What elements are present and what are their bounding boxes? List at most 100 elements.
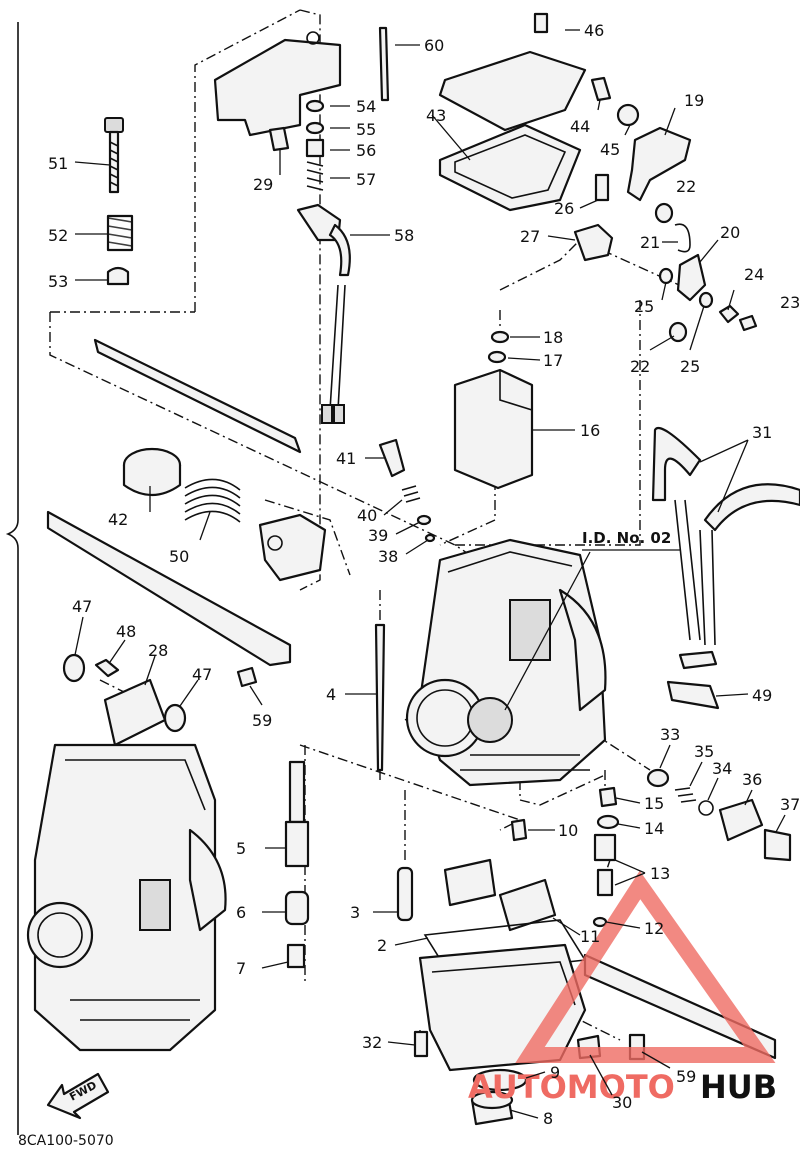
part-50-spring xyxy=(184,478,241,523)
part-8-plug xyxy=(470,1090,514,1126)
callout-14: 14 xyxy=(644,819,664,838)
cable-guide-tube xyxy=(93,338,302,454)
part-4-needle xyxy=(374,623,386,772)
callout-3: 3 xyxy=(350,903,360,922)
callout-40: 40 xyxy=(357,506,377,525)
callout-15: 15 xyxy=(644,794,664,813)
callout-29: 29 xyxy=(253,175,273,194)
callout-32: 32 xyxy=(362,1033,382,1052)
part-9-drain-plug xyxy=(472,1068,528,1092)
part-47-washer-left xyxy=(62,653,86,683)
callout-30: 30 xyxy=(612,1093,632,1112)
callout-42: 42 xyxy=(108,510,128,529)
assembly-bracket xyxy=(5,22,19,1135)
part-22-collar-top xyxy=(654,202,674,224)
main-carburetor-body xyxy=(405,538,607,787)
id-number-label: I.D. No. 02 xyxy=(504,529,680,711)
callout-47-right: 47 xyxy=(192,665,212,684)
parts-10-15-small-parts xyxy=(510,786,620,928)
parts-54-57-stack xyxy=(305,99,325,191)
callout-5: 5 xyxy=(236,839,246,858)
callout-34: 34 xyxy=(712,759,732,778)
callout-22-top: 22 xyxy=(676,177,696,196)
callout-22-bottom: 22 xyxy=(630,357,650,376)
part-49-clamp xyxy=(666,650,720,710)
left-carburetor-body xyxy=(26,743,227,1052)
part-31-vent-hoses xyxy=(651,427,800,646)
callout-7: 7 xyxy=(236,959,246,978)
part-45-collar xyxy=(616,103,640,127)
part-19-lever xyxy=(626,126,692,202)
callout-27: 27 xyxy=(520,227,540,246)
callout-25-right: 25 xyxy=(680,357,700,376)
callout-25-left: 25 xyxy=(634,297,654,316)
callout-18: 18 xyxy=(543,328,563,347)
callout-48: 48 xyxy=(116,622,136,641)
callout-4: 4 xyxy=(326,685,336,704)
callout-6: 6 xyxy=(236,903,246,922)
callout-31: 31 xyxy=(752,423,772,442)
callout-11: 11 xyxy=(580,927,600,946)
callout-36: 36 xyxy=(742,770,762,789)
part-2-floats-gasket xyxy=(423,858,587,976)
callout-45: 45 xyxy=(600,140,620,159)
part-42-sleeve xyxy=(122,447,182,496)
drawing-code: 8CA100-5070 xyxy=(18,1133,114,1149)
part-20-lever xyxy=(676,253,707,302)
part-25-washers xyxy=(658,267,714,309)
automotohub-watermark: AUTOMOTO HUB xyxy=(468,870,777,1106)
part-7-main-jet xyxy=(286,943,306,969)
callout-17: 17 xyxy=(543,351,563,370)
part-41-40-39-38-pilot-screw xyxy=(378,438,436,543)
callout-numbers: 51 52 53 29 54 55 56 57 58 60 43 46 44 4… xyxy=(48,21,800,1128)
part-53-cap xyxy=(106,266,130,286)
part-23-screw xyxy=(738,314,758,332)
callout-9: 9 xyxy=(550,1063,560,1082)
callout-33: 33 xyxy=(660,725,680,744)
link-rail xyxy=(46,510,292,667)
part-48-screw xyxy=(94,658,120,678)
callout-20: 20 xyxy=(720,223,740,242)
callout-13: 13 xyxy=(650,864,670,883)
callout-24: 24 xyxy=(744,265,764,284)
callout-51: 51 xyxy=(48,154,68,173)
callout-10: 10 xyxy=(558,821,578,840)
part-27-bracket xyxy=(573,223,614,262)
callout-43: 43 xyxy=(426,106,446,125)
parts-33-37-fitting xyxy=(646,768,792,862)
callout-21: 21 xyxy=(640,233,660,252)
part-58-starter-plunger xyxy=(296,203,351,424)
callout-41: 41 xyxy=(336,449,356,468)
part-43-cover xyxy=(438,50,587,212)
callout-59-left: 59 xyxy=(252,711,272,730)
callout-60: 60 xyxy=(424,36,444,55)
part-6-main-jet-holder xyxy=(284,890,310,926)
part-28-lever xyxy=(103,678,167,747)
callout-55: 55 xyxy=(356,120,376,139)
callout-26: 26 xyxy=(554,199,574,218)
callout-46: 46 xyxy=(584,21,604,40)
callout-35: 35 xyxy=(694,742,714,761)
callout-53: 53 xyxy=(48,272,68,291)
part-51-throttle-stop-screw xyxy=(104,117,124,194)
callout-12: 12 xyxy=(644,919,664,938)
callout-38: 38 xyxy=(378,547,398,566)
callout-50: 50 xyxy=(169,547,189,566)
part-22-collar-bottom xyxy=(668,321,688,343)
fwd-arrow: FWD xyxy=(46,1072,110,1120)
callout-37: 37 xyxy=(780,795,800,814)
watermark-hub: HUB xyxy=(700,1068,777,1106)
callout-19: 19 xyxy=(684,91,704,110)
callout-2: 2 xyxy=(377,936,387,955)
part-21-spring xyxy=(674,223,691,253)
throttle-lever-part xyxy=(258,513,327,582)
callout-54: 54 xyxy=(356,97,376,116)
callout-28: 28 xyxy=(148,641,168,660)
callout-49: 49 xyxy=(752,686,772,705)
callout-56: 56 xyxy=(356,141,376,160)
callout-44: 44 xyxy=(570,117,590,136)
callout-52: 52 xyxy=(48,226,68,245)
callout-59-bottom: 59 xyxy=(676,1067,696,1086)
part-16-throttle-valve xyxy=(453,368,534,490)
